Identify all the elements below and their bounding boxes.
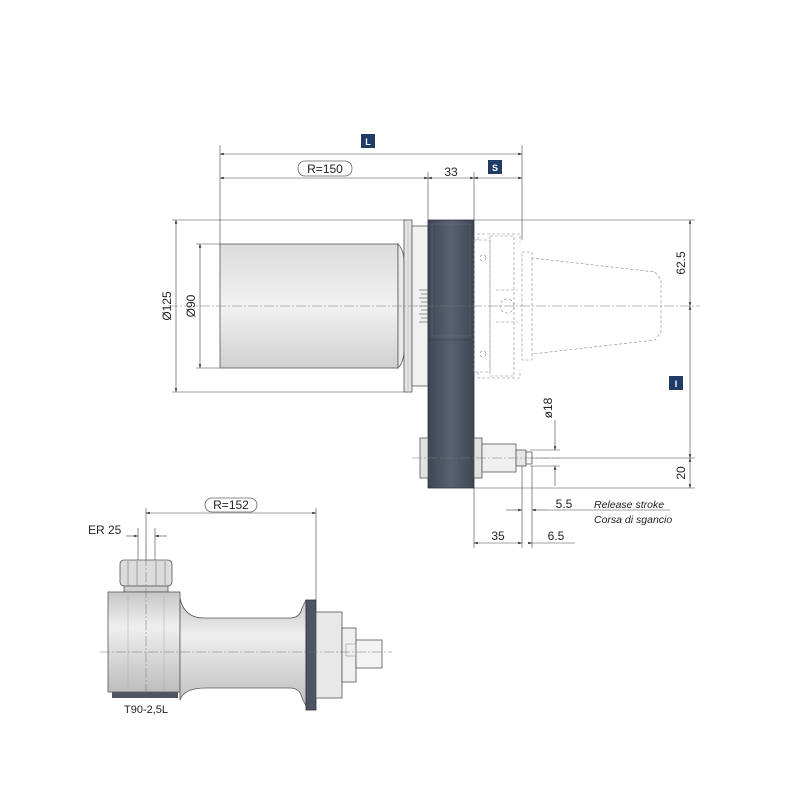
label-box-s: S — [488, 160, 502, 174]
side-flange — [305, 599, 383, 711]
corsa-sgancio-label: Corsa di sgancio — [594, 514, 672, 526]
d35-label: 35 — [491, 529, 505, 543]
r152-label: R=152 — [213, 498, 249, 512]
d125-label: Ø125 — [160, 291, 174, 321]
dimension-d18: ø18 — [530, 397, 560, 486]
angle-scale — [419, 289, 428, 323]
dimension-5-5: 5.5 Release stroke Corsa di sgancio — [506, 466, 672, 548]
top-view: L S I R=150 33 — [160, 134, 700, 548]
dimension-er25: ER 25 — [88, 523, 167, 560]
head-block — [107, 591, 181, 698]
dimension-33: 33 — [427, 165, 523, 220]
dimension-d125: Ø125 — [160, 219, 408, 393]
drawbar-assembly — [412, 437, 560, 479]
label-box-i: I — [669, 376, 683, 390]
dimension-r152: R=152 — [145, 497, 317, 600]
dimension-6-5: 6.5 — [528, 529, 575, 545]
d5-5-label: 5.5 — [556, 497, 573, 511]
dimension-l — [219, 145, 523, 245]
side-view: R=152 ER 25 — [88, 497, 392, 716]
dimension-62-5: 62.5 — [474, 219, 695, 307]
d20-label: 20 — [674, 466, 688, 480]
r150-label: R=150 — [307, 162, 343, 176]
model-label: T90-2,5L — [124, 704, 168, 716]
d62-5-label: 62.5 — [674, 251, 688, 275]
dimension-35: 35 — [473, 488, 523, 548]
dimension-r150: R=150 — [219, 160, 429, 220]
d18-label: ø18 — [541, 397, 555, 418]
svg-text:S: S — [492, 163, 498, 173]
release-stroke-label: Release stroke — [594, 499, 664, 511]
d6-5-label: 6.5 — [548, 529, 565, 543]
dimension-20: 20 — [474, 305, 695, 489]
svg-text:I: I — [675, 379, 678, 389]
svg-text:L: L — [365, 137, 371, 147]
d33-label: 33 — [444, 165, 458, 179]
label-box-l: L — [361, 134, 375, 148]
er25-label: ER 25 — [88, 523, 122, 537]
dark-body — [427, 219, 475, 489]
